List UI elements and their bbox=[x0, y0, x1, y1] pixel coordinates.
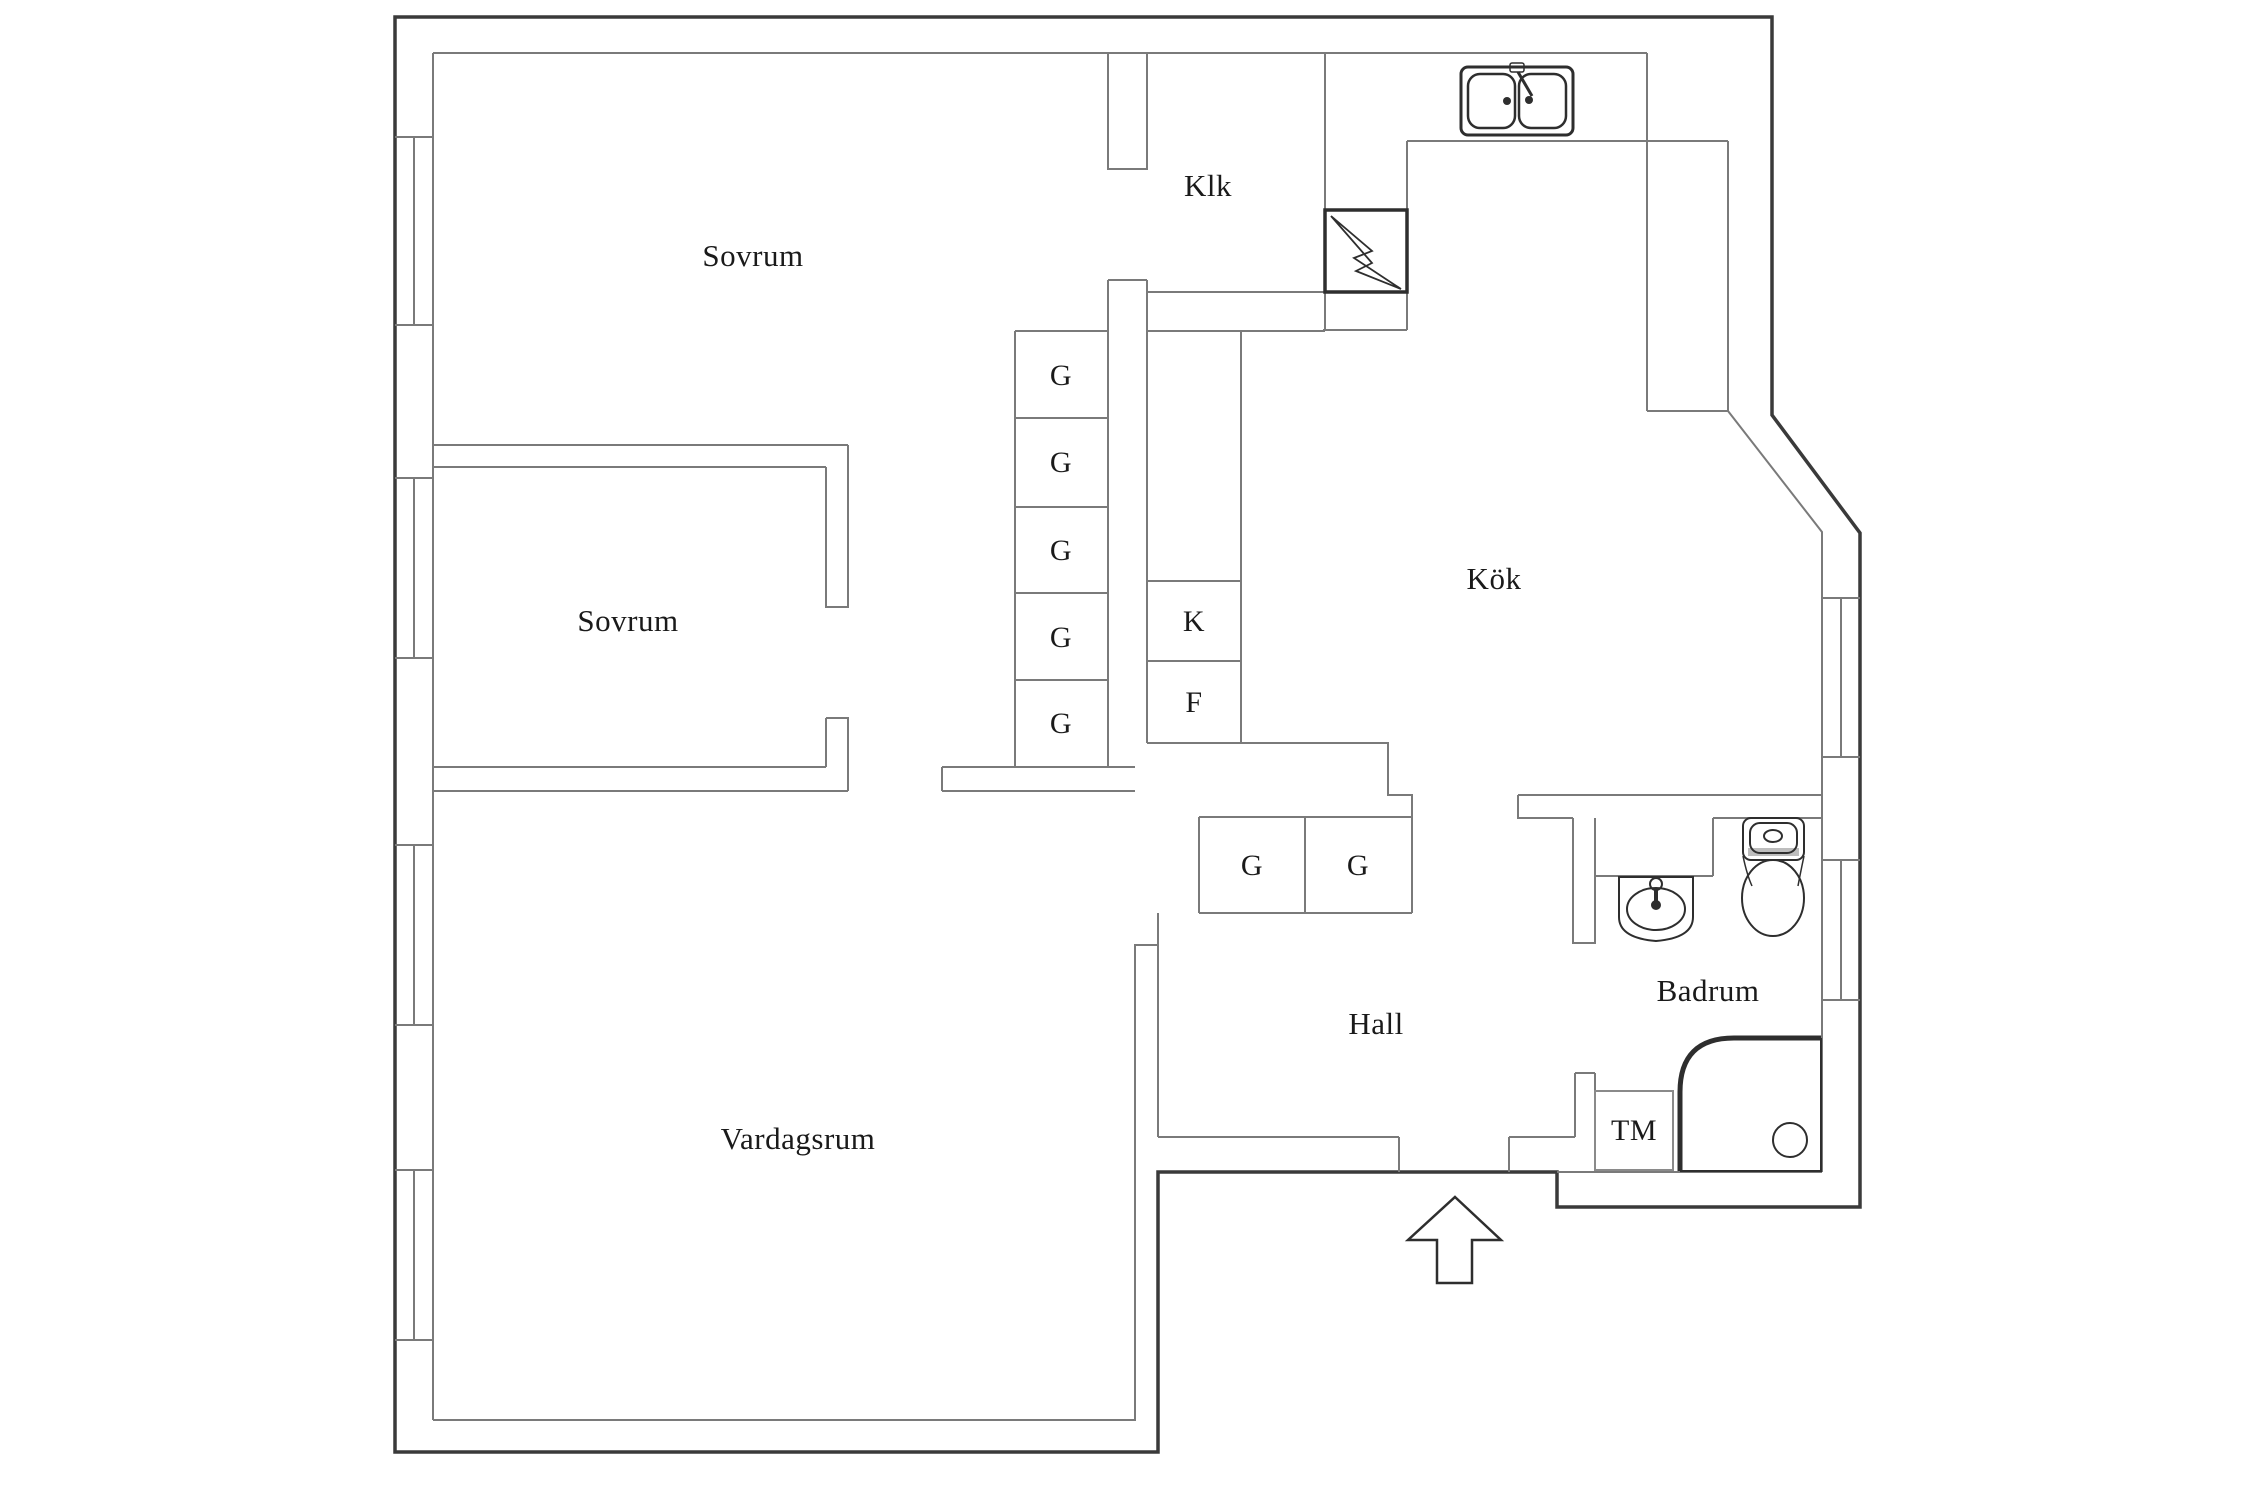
fridge-label: K bbox=[1182, 605, 1206, 638]
wardrobe-label-hall-2: G bbox=[1346, 849, 1370, 882]
wardrobe-label-4: G bbox=[1049, 621, 1073, 654]
wardrobe-label-hall-1: G bbox=[1240, 849, 1264, 882]
electrical-panel-icon bbox=[1323, 208, 1409, 294]
wardrobe-label-3: G bbox=[1049, 534, 1073, 567]
wardrobe-label-2: G bbox=[1049, 446, 1073, 479]
window-vardagsrum-1 bbox=[395, 844, 433, 1026]
bathroom-sink-icon bbox=[1618, 876, 1694, 943]
room-label-kok: Kök bbox=[1466, 561, 1522, 596]
window-sovrum1 bbox=[395, 136, 433, 326]
room-label-sovrum-2: Sovrum bbox=[577, 603, 679, 638]
room-label-hall: Hall bbox=[1348, 1006, 1404, 1041]
window-kok bbox=[1822, 597, 1860, 758]
entrance-arrow-icon bbox=[1404, 1195, 1505, 1285]
toilet-icon bbox=[1741, 817, 1805, 937]
inner-walls bbox=[432, 52, 1823, 1421]
window-sovrum2 bbox=[395, 477, 433, 659]
windows bbox=[395, 136, 1860, 1341]
room-label-sovrum-1: Sovrum bbox=[702, 238, 804, 273]
kitchen-sink-icon bbox=[1459, 62, 1575, 137]
outer-walls bbox=[393, 15, 1862, 1454]
wardrobe-label-1: G bbox=[1049, 359, 1073, 392]
window-badrum bbox=[1822, 859, 1860, 1001]
wardrobe-label-5: G bbox=[1049, 707, 1073, 740]
room-label-klk: Klk bbox=[1184, 168, 1232, 203]
room-label-badrum: Badrum bbox=[1656, 973, 1760, 1008]
window-vardagsrum-2 bbox=[395, 1169, 433, 1341]
shower-icon bbox=[1677, 1035, 1822, 1172]
room-label-vardagsrum: Vardagsrum bbox=[720, 1121, 876, 1156]
freezer-label: F bbox=[1185, 686, 1203, 719]
washing-machine-label: TM bbox=[1611, 1114, 1657, 1147]
washing-machine-icon bbox=[1594, 1090, 1674, 1171]
